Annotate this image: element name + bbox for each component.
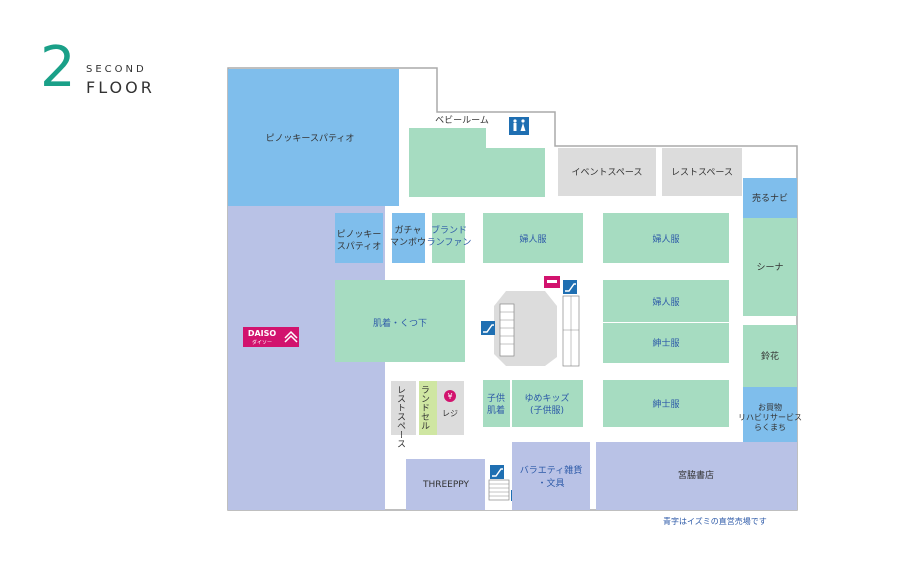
event-space-label: イベントスペース — [572, 168, 643, 178]
store-gacha-label-2: マンボウ — [390, 237, 426, 248]
baby-room-label: ベビールーム — [435, 115, 489, 126]
store-randoseru-label: ランドセル — [419, 385, 430, 430]
register-label: レジ — [442, 409, 458, 418]
rest-space-vertical-label: レストスペース — [395, 385, 406, 448]
store-mens-2[interactable] — [603, 380, 729, 427]
legend-note: 青字はイズミの直営売場です — [663, 517, 767, 526]
escalator-icon-3 — [490, 465, 504, 479]
store-threeppy-label: THREEPPY — [422, 480, 470, 490]
rest-space-top-label: レストスペース — [671, 168, 733, 178]
daiso-chevron-icon — [284, 334, 298, 343]
store-pinocchio-small-label-2: スパティオ — [337, 241, 381, 252]
store-yume-kids-label-1: ゆめキッズ — [524, 392, 569, 404]
store-yume-kids-label-2: (子供服) — [530, 404, 564, 416]
store-pinocchio-small[interactable] — [335, 213, 383, 263]
store-service-label-1: お買物 — [758, 402, 782, 412]
store-threeppy[interactable] — [406, 459, 485, 510]
store-mens-1-label: 紳士服 — [652, 337, 679, 349]
store-service-label-2: リハビリサービス — [738, 413, 802, 422]
store-variety-label-2: ・文具 — [537, 477, 564, 489]
store-gacha-label-1: ガチャ — [395, 225, 422, 236]
rest-space-vertical[interactable] — [391, 381, 416, 435]
store-underwear[interactable] — [335, 280, 465, 362]
store-service[interactable] — [743, 387, 797, 442]
store-upper-green[interactable] — [409, 128, 545, 197]
store-ladies-1[interactable] — [483, 213, 583, 263]
store-uru-navi[interactable] — [743, 178, 797, 218]
floor-word-second: SECOND — [86, 64, 147, 75]
escalator-icon — [563, 280, 577, 294]
daiso-chevron-icon-2 — [284, 330, 298, 339]
store-uru-navi-label: 売るナビ — [752, 192, 788, 204]
store-ladies-2-label: 婦人服 — [652, 233, 679, 245]
store-mens-1[interactable] — [603, 323, 729, 363]
store-pinocchio-small-label-1: ピノッキー — [337, 229, 382, 240]
floor-word-floor: FLOOR — [86, 78, 155, 97]
floor-number: 2 — [40, 35, 76, 100]
daiso-logo-text: DAISO — [248, 329, 277, 338]
store-suzuhana[interactable] — [743, 325, 797, 387]
rest-space-top[interactable] — [662, 148, 742, 196]
store-yume-kids[interactable] — [512, 380, 583, 427]
floor-indicator: 2 SECOND FLOOR — [40, 38, 180, 98]
restroom-icon — [509, 117, 529, 135]
aisle-shop-icon — [544, 276, 560, 288]
atrium — [494, 291, 580, 367]
store-variety-label-1: バラエティ雑貨 — [520, 464, 582, 476]
event-space[interactable] — [558, 148, 656, 196]
store-ladies-3[interactable] — [603, 280, 729, 322]
store-pinocchio-spatio-label: ピノッキースパティオ — [266, 133, 355, 144]
store-pinocchio-spatio[interactable] — [228, 69, 399, 206]
register-area[interactable] — [437, 381, 464, 435]
store-kids-underwear-label-2: 肌着 — [487, 404, 505, 416]
store-kids-underwear-label-1: 子供 — [487, 392, 505, 404]
store-miyawaki-books-label: 宮脇書店 — [678, 469, 714, 481]
store-randoseru[interactable] — [419, 381, 437, 435]
svg-text:¥: ¥ — [447, 392, 452, 401]
store-gacha-manbou[interactable] — [392, 213, 425, 263]
store-brand-label-1: ブランド — [431, 224, 467, 236]
store-variety[interactable] — [512, 442, 590, 510]
store-mens-2-label: 紳士服 — [652, 398, 679, 410]
daiso-logo-sub: ダイソー — [252, 339, 272, 346]
store-suzuhana-label: 鈴花 — [761, 350, 779, 362]
store-brand-label-2: ランファン — [427, 237, 472, 248]
store-seena-label: シーナ — [756, 262, 783, 273]
store-kids-underwear[interactable] — [483, 380, 510, 427]
store-seena[interactable] — [743, 218, 797, 316]
store-brand-lanfan[interactable] — [432, 213, 465, 263]
register-yen-icon: ¥ — [444, 390, 456, 402]
store-ladies-3-label: 婦人服 — [652, 296, 679, 308]
escalator-icon-2 — [481, 321, 495, 335]
store-underwear-label: 肌着・くつ下 — [373, 317, 427, 329]
store-ladies-2[interactable] — [603, 213, 729, 263]
store-ladies-1-label: 婦人服 — [519, 233, 546, 245]
store-service-label-3: らくまち — [754, 423, 786, 432]
store-miyawaki-books[interactable] — [596, 442, 797, 510]
